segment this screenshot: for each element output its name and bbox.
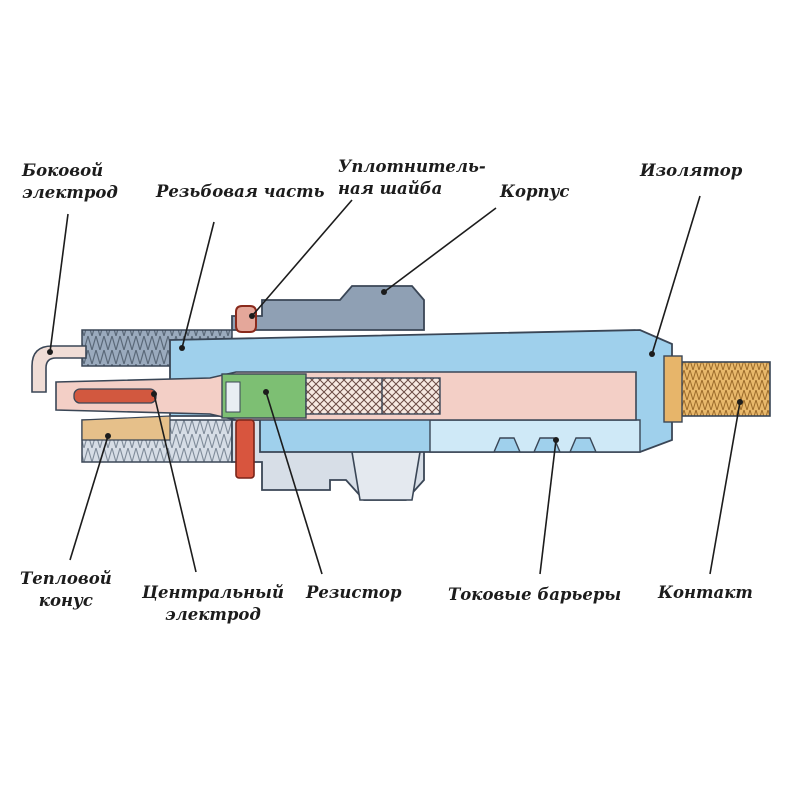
leader-body (383, 207, 497, 293)
label-side-electrode-line1: Боковой (22, 161, 104, 180)
dot-heat-cone (105, 433, 111, 439)
label-resistor: Резистор (306, 582, 401, 604)
metal-body-upper (231, 285, 425, 331)
contact-terminal (671, 361, 771, 417)
label-side-electrode-line2: электрод (22, 183, 118, 202)
leader-center-electrode (153, 393, 197, 573)
dot-current-barriers (553, 437, 559, 443)
label-resistor-text: Резистор (306, 583, 402, 602)
leader-contact (709, 401, 741, 575)
label-insulator: Изолятор (640, 160, 742, 182)
label-body: Корпус (500, 181, 569, 203)
leader-thread (181, 221, 215, 349)
dot-contact (737, 399, 743, 405)
dot-thread (179, 345, 185, 351)
label-current-barriers-text: Токовые барьеры (448, 585, 622, 604)
insulator-ribs (429, 419, 641, 453)
leader-resistor (265, 391, 323, 575)
label-center-electrode-line2: электрод (165, 605, 261, 624)
center-electrode-tip (73, 388, 157, 404)
side-electrode (31, 345, 87, 393)
label-heat-cone: Тепловой конус (20, 568, 112, 612)
label-current-barriers: Токовые барьеры (448, 584, 621, 606)
contact-base (663, 355, 683, 423)
heat-cone (81, 415, 171, 441)
resistor-mesh (305, 377, 441, 415)
seal-washer-upper (235, 305, 257, 333)
label-side-electrode: Боковой электрод (22, 160, 118, 204)
label-contact-text: Контакт (658, 583, 753, 602)
dot-body (381, 289, 387, 295)
label-center-electrode-line1: Центральный (142, 583, 284, 602)
label-contact: Контакт (658, 582, 753, 604)
dot-center-electrode (151, 391, 157, 397)
label-heat-cone-line2: конус (38, 591, 93, 610)
label-body-text: Корпус (500, 182, 570, 201)
leader-heat-cone (69, 435, 109, 561)
label-seal-washer-line1: Уплотнитель- (338, 157, 486, 176)
leader-current-barriers (539, 439, 557, 575)
label-seal-washer-line2: ная шайба (338, 179, 443, 198)
label-heat-cone-line1: Тепловой (20, 569, 112, 588)
label-thread-text: Резьбовая часть (156, 182, 325, 201)
label-center-electrode: Центральный электрод (142, 582, 284, 626)
label-thread: Резьбовая часть (156, 181, 325, 203)
dot-seal-washer (249, 313, 255, 319)
label-insulator-text: Изолятор (640, 161, 743, 180)
leader-insulator (651, 195, 701, 355)
leader-dots (47, 289, 743, 443)
label-seal-washer: Уплотнитель- ная шайба (338, 156, 486, 200)
seal-washer-lower (235, 419, 255, 479)
leader-seal-washer (251, 199, 353, 317)
dot-resistor (263, 389, 269, 395)
leader-lines (49, 195, 741, 575)
dot-side-electrode (47, 349, 53, 355)
dot-insulator (649, 351, 655, 357)
leader-side-electrode (49, 213, 69, 353)
resistor-end-cap (225, 381, 241, 413)
